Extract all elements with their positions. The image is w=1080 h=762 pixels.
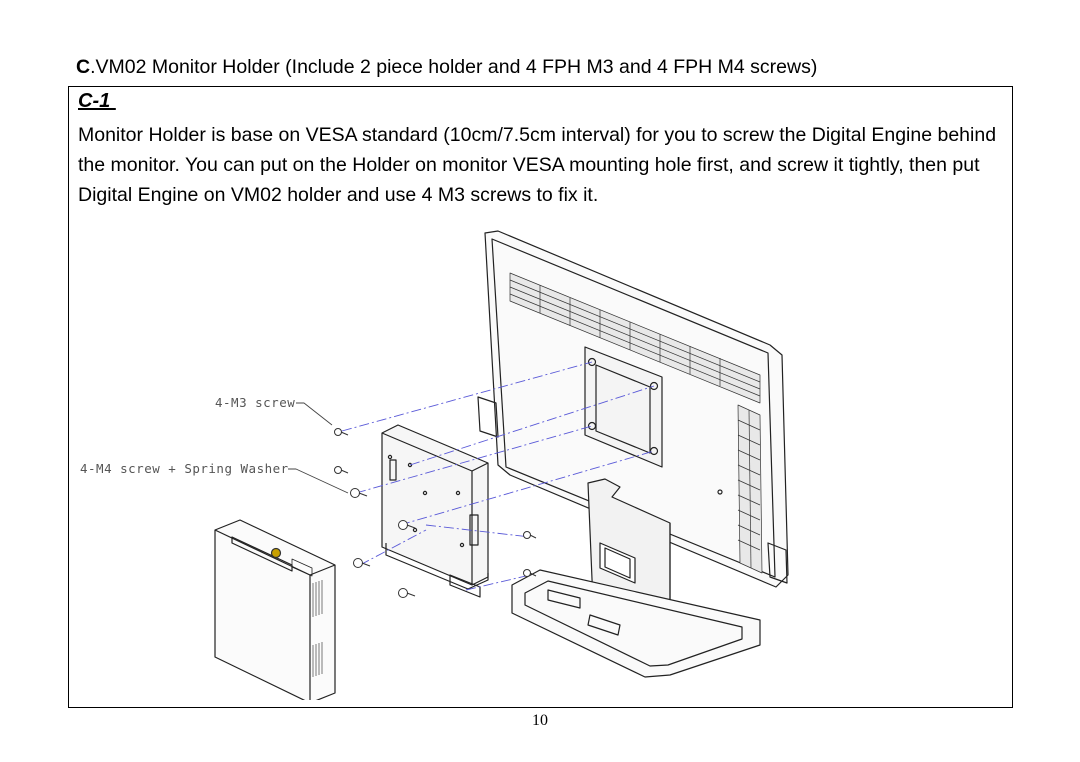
- m3-screw-icon: [334, 466, 349, 474]
- m3-screw-icon: [523, 531, 537, 539]
- monitor-stand: [511, 478, 761, 678]
- m3-screw-icon: [523, 569, 537, 577]
- alignment-lines: [341, 361, 655, 591]
- callout-m4-screw: 4-M4 screw + Spring Washer: [80, 461, 289, 476]
- monitor-back: [477, 230, 789, 678]
- vesa-mount-plate: [584, 346, 663, 468]
- assembly-diagram: 4-M3 screw 4-M4 screw + Spring Washer: [80, 230, 789, 700]
- vm02-holder-plate: [381, 424, 489, 598]
- digital-engine-box: [214, 519, 336, 700]
- m4-screw-icon: [353, 558, 371, 568]
- section-label: C-1: [78, 90, 116, 112]
- content-frame: [68, 86, 1013, 708]
- page-heading: C.VM02 Monitor Holder (Include 2 piece h…: [76, 56, 817, 79]
- page-number: 10: [532, 712, 548, 729]
- m4-screw-icon: [350, 488, 368, 498]
- section-paragraph: Monitor Holder is base on VESA standard …: [78, 124, 997, 206]
- callout-m3-screw: 4-M3 screw: [215, 395, 295, 410]
- heading-text: .VM02 Monitor Holder (Include 2 piece ho…: [90, 56, 818, 78]
- m3-screw-icon: [334, 428, 349, 436]
- m4-screw-icon: [398, 588, 416, 598]
- m4-screw-icon: [398, 520, 416, 530]
- heading-prefix: C: [76, 56, 91, 78]
- screws: [334, 428, 537, 598]
- power-button-icon: [270, 547, 282, 559]
